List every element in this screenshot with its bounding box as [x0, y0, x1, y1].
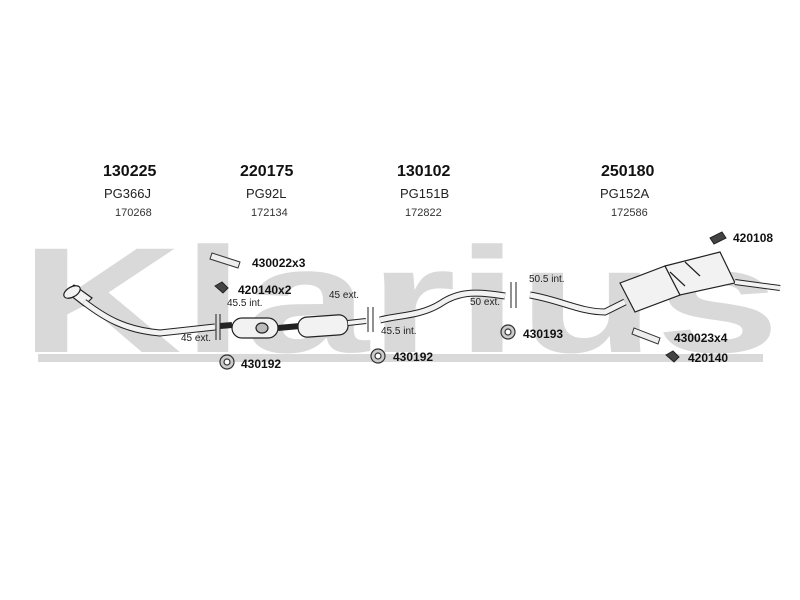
watermark-underline — [38, 354, 763, 362]
dimension-label: 45 ext. — [329, 290, 360, 301]
accessory-code: 420108 — [733, 231, 774, 245]
part-code: 250180 — [601, 163, 655, 180]
dimension-label: 50.5 int. — [529, 274, 565, 285]
intermediate-pipe-130102 — [379, 289, 506, 324]
accessory-code: 430023x4 — [674, 331, 728, 345]
part-code: 130102 — [397, 163, 451, 180]
dimension-label: 45.5 int. — [227, 298, 263, 309]
joint-markers — [215, 282, 517, 340]
part-ref: PG152A — [600, 186, 650, 201]
rubber-mount-icon — [500, 324, 516, 340]
dimension-label: 45 ext. — [181, 333, 212, 344]
part-sub: 170268 — [115, 207, 152, 219]
rubber-mount-icon — [219, 354, 235, 370]
part-sub: 172822 — [405, 207, 442, 219]
accessory-code: 420140x2 — [238, 283, 292, 297]
bracket-icon — [214, 281, 229, 294]
accessory-code: 430192 — [241, 357, 282, 371]
clamp-icon — [631, 327, 661, 345]
dimension-label: 50 ext. — [470, 297, 501, 308]
bracket-icon — [665, 350, 680, 363]
accessory-code: 430192 — [393, 350, 434, 364]
bracket-icon — [709, 231, 727, 245]
part-ref: PG366J — [104, 186, 151, 201]
middle-silencer-220175 — [219, 314, 367, 339]
part-ref: PG151B — [400, 186, 450, 201]
accessory-code: 430193 — [523, 327, 564, 341]
part-ref: PG92L — [246, 186, 287, 201]
part-sub: 172134 — [251, 207, 288, 219]
clamp-icon — [209, 252, 241, 269]
rear-silencer-250180 — [529, 251, 781, 316]
part-code: 220175 — [240, 163, 294, 180]
accessory-code: 420140 — [688, 351, 729, 365]
part-sub: 172586 — [611, 207, 648, 219]
front-pipe-130225 — [63, 284, 216, 337]
part-code: 130225 — [103, 163, 157, 180]
rubber-mount-icon — [370, 348, 386, 364]
dimension-label: 45.5 int. — [381, 326, 417, 337]
accessory-code: 430022x3 — [252, 256, 306, 270]
